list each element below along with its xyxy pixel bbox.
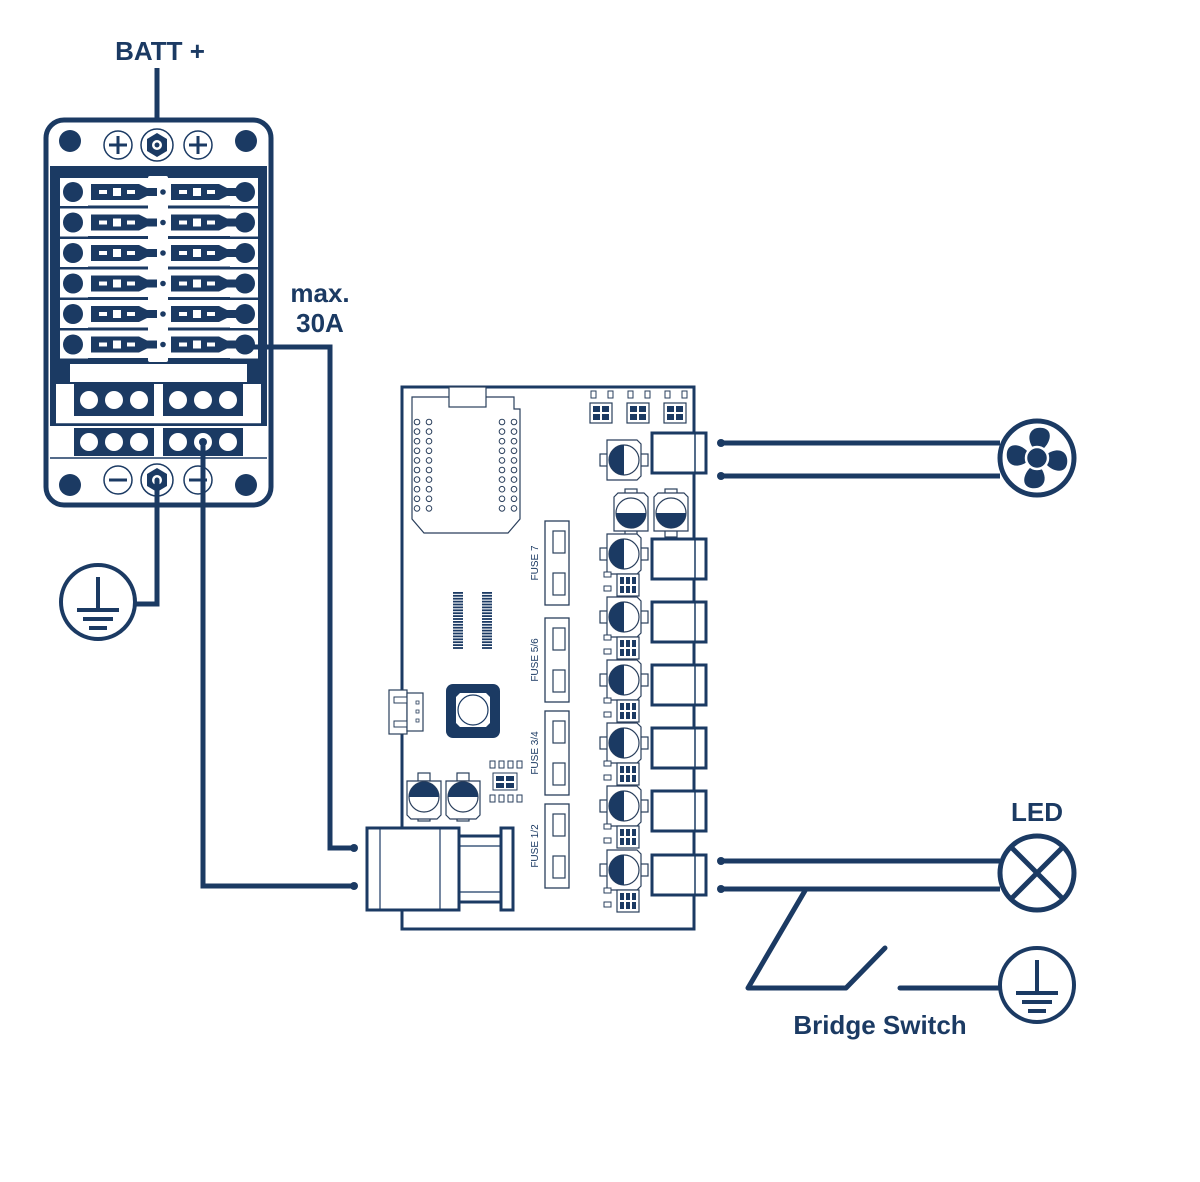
- push-button: [446, 684, 500, 738]
- led-label: LED: [1011, 797, 1063, 827]
- terminal-screw: [63, 273, 83, 294]
- plus-terminal-icon: [183, 130, 213, 160]
- mount-hole: [235, 474, 257, 496]
- ground-icon: [59, 563, 137, 641]
- ground-icon: [998, 946, 1076, 1024]
- fan-icon: [997, 418, 1077, 498]
- ground-wire: [134, 480, 160, 607]
- fuse-box: [43, 117, 274, 508]
- lamp-cross-icon: [997, 833, 1077, 913]
- max-current-label-line1: max.: [290, 278, 349, 308]
- power-input-connector: [365, 826, 515, 912]
- output-connector: [650, 663, 708, 707]
- batt-plus-label: BATT +: [115, 36, 205, 66]
- output-connector: [650, 431, 708, 475]
- output-connector: [650, 537, 708, 581]
- output-connector: [650, 853, 708, 897]
- output-channel: [599, 533, 708, 597]
- output-channel: [599, 722, 708, 786]
- fuse-holder: FUSE 7: [530, 520, 570, 606]
- max-current-label-line2: 30A: [296, 308, 344, 338]
- fuse-holder: FUSE 5/6: [530, 617, 570, 703]
- positive-stud-icon: [140, 128, 174, 162]
- output-connector: [650, 789, 708, 833]
- fuse-label: FUSE 7: [530, 545, 541, 580]
- terminal-screw: [63, 304, 83, 324]
- fuse-label: FUSE 3/4: [530, 731, 541, 775]
- minus-terminal-icon: [183, 465, 213, 495]
- terminal-screw: [63, 212, 83, 233]
- output-channel: [599, 785, 708, 849]
- mount-hole: [235, 130, 257, 152]
- minus-terminal-icon: [103, 465, 133, 495]
- fuse-row: [60, 269, 258, 298]
- fuse-holder: FUSE 3/4: [530, 710, 570, 796]
- fuse-label: FUSE 5/6: [530, 638, 541, 682]
- relay-top: [626, 390, 651, 424]
- output-channel: [599, 659, 708, 723]
- terminal-screw: [235, 182, 255, 202]
- ic-chip: [453, 592, 463, 649]
- terminal-screw: [235, 212, 255, 233]
- ic-chip: [482, 592, 492, 649]
- small-relay: [489, 760, 523, 803]
- mount-hole: [59, 130, 81, 152]
- terminal-screw: [63, 334, 83, 355]
- output-channel: [599, 849, 708, 913]
- terminal-screw: [63, 243, 83, 263]
- fused-positive-wire: [258, 344, 354, 851]
- terminal-screw: [235, 243, 255, 263]
- output-connector: [650, 600, 708, 644]
- mount-hole: [59, 474, 81, 496]
- fuse-row: [60, 239, 258, 268]
- terminal-screw: [235, 304, 255, 324]
- bridge-switch-label: Bridge Switch: [793, 1010, 966, 1040]
- fuse-row: [60, 178, 258, 207]
- side-connector: [388, 689, 424, 735]
- terminal-screw: [63, 182, 83, 202]
- output-connector: [650, 726, 708, 770]
- fuse-row: [60, 330, 258, 359]
- output-channel: [599, 596, 708, 660]
- terminal-screw: [235, 273, 255, 294]
- fuse-row: [60, 300, 258, 329]
- relay-top: [589, 390, 614, 424]
- negative-bus-wire: [200, 442, 354, 889]
- fuse-holder: FUSE 1/2: [530, 803, 570, 889]
- relay-top: [663, 390, 688, 424]
- fuse-row: [60, 208, 258, 237]
- fuse-label: FUSE 1/2: [530, 824, 541, 868]
- plus-terminal-icon: [103, 130, 133, 160]
- bridge-switch: [745, 886, 1003, 991]
